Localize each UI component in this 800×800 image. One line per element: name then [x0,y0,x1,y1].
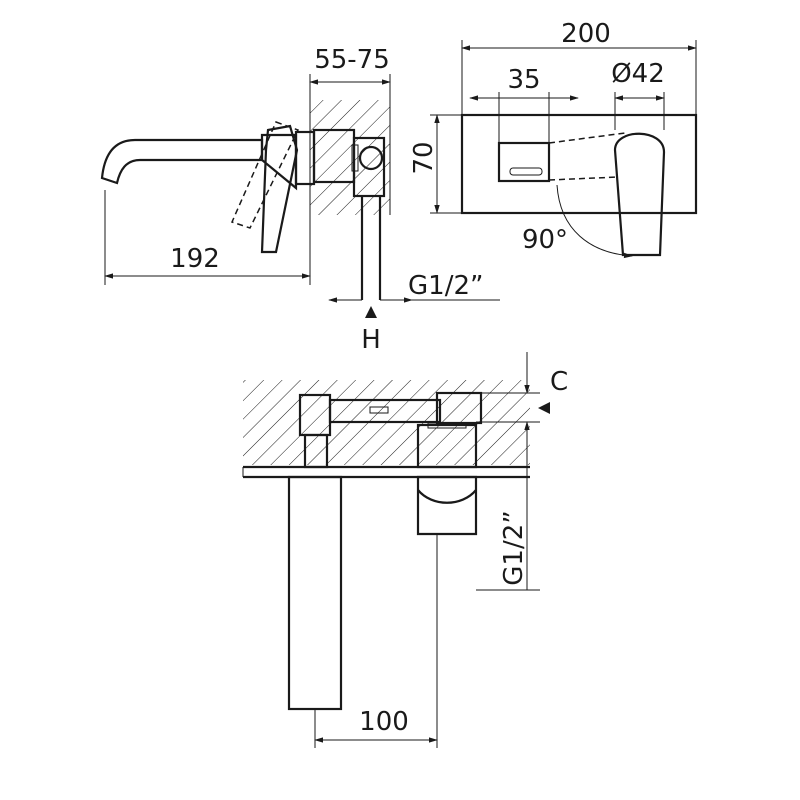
wall-section-side [310,100,390,215]
hot-label: H [361,325,381,355]
wall-plate [460,113,698,215]
dim-wall-depth: 55-75 [314,45,390,75]
top-view: 100 C G1/2” [242,352,568,748]
dim-rotation: 90° [522,225,568,255]
mixer-body [260,133,298,191]
dim-spout-length: 192 [170,244,220,274]
dim-thread-top: G1/2” [408,271,483,301]
hot-arrow-icon [365,306,377,318]
valve-circle [358,145,384,171]
dim-thread-bottom: G1/2” [499,510,529,585]
dim-spout-projection: 100 [359,707,409,737]
lever-solid [260,124,299,254]
cold-arrow-icon [538,402,550,414]
side-view: 192 55-75 G1/2” H [100,45,500,355]
spout-outline [100,138,264,185]
valve-housing [352,136,386,198]
front-lever [613,132,666,257]
dim-plate-width: 200 [561,19,611,49]
front-view: 90° 200 35 Ø42 70 [409,19,698,259]
dim-plate-height: 70 [409,141,439,174]
spout-body [287,475,343,711]
lever-dashed [230,121,300,229]
cold-label: C [550,367,568,397]
dim-handle-diameter: Ø42 [611,59,665,89]
dim-lever-offset: 35 [507,65,540,95]
